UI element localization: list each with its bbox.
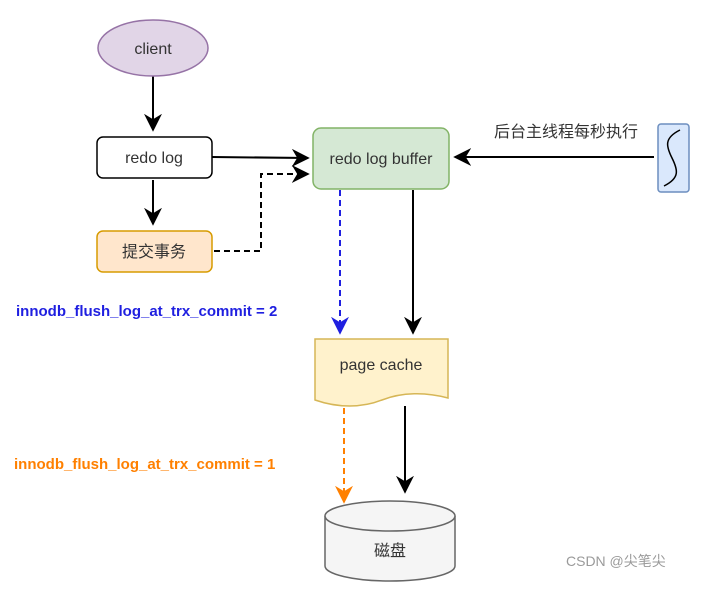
disk-label: 磁盘 (374, 541, 406, 560)
background-thread-node (657, 123, 690, 193)
watermark-text: CSDN @尖笔尖 (566, 553, 666, 569)
background-thread-label: 后台主线程每秒执行 (494, 123, 638, 141)
edge-commit-to-buffer (214, 165, 310, 252)
redo-log-buffer-label: redo log buffer (330, 151, 434, 168)
commit-transaction-label: 提交事务 (122, 243, 186, 261)
flush-mode-2-label: innodb_flush_log_at_trx_commit = 2 (16, 303, 277, 320)
redo-log-label: redo log (125, 150, 183, 167)
commit-transaction-node: 提交事务 (96, 230, 213, 273)
client-node: client (97, 19, 209, 77)
redo-log-buffer-node: redo log buffer (312, 127, 450, 190)
page-cache-node: page cache (314, 338, 449, 407)
edge-redo-log-to-buffer (211, 148, 310, 167)
page-cache-label: page cache (340, 357, 423, 374)
disk-node: 磁盘 (324, 500, 456, 582)
flush-mode-1-label: innodb_flush_log_at_trx_commit = 1 (14, 456, 275, 473)
client-label: client (134, 41, 172, 58)
redo-log-node: redo log (96, 136, 213, 179)
